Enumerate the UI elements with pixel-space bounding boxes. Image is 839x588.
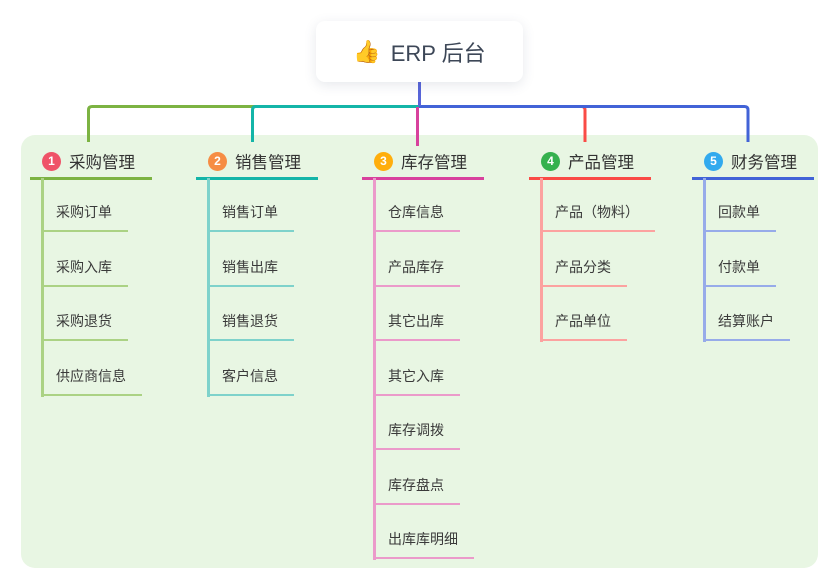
node-other-outbound[interactable]: 其它出库 bbox=[373, 311, 460, 341]
node-receipt-order[interactable]: 回款单 bbox=[703, 202, 776, 232]
node-outbound-detail[interactable]: 出库库明细 bbox=[373, 529, 474, 559]
node-supplier-info[interactable]: 供应商信息 bbox=[41, 366, 142, 396]
node-other-inbound[interactable]: 其它入库 bbox=[373, 366, 460, 396]
root-node[interactable]: 👍 ERP 后台 bbox=[316, 21, 523, 82]
branch-title-label: 财务管理 bbox=[731, 154, 797, 172]
badge-5: 5 bbox=[704, 151, 723, 171]
badge-3: 3 bbox=[374, 151, 393, 171]
node-sales-order[interactable]: 销售订单 bbox=[207, 202, 294, 232]
branch-inventory-children: 仓库信息 产品库存 其它出库 其它入库 库存调拨 库存盘点 出库库明细 bbox=[373, 178, 474, 559]
badge-4: 4 bbox=[541, 151, 560, 171]
branch-purchase-title[interactable]: 1 采购管理 bbox=[30, 145, 152, 180]
branch-finance-children: 回款单 付款单 结算账户 bbox=[703, 178, 790, 341]
branch-sales-trunk bbox=[207, 178, 210, 397]
node-product-stock[interactable]: 产品库存 bbox=[373, 257, 460, 287]
branch-product-title[interactable]: 4 产品管理 bbox=[529, 145, 651, 180]
branch-title-label: 采购管理 bbox=[69, 154, 135, 172]
node-sales-outbound[interactable]: 销售出库 bbox=[207, 257, 294, 287]
branch-product-trunk bbox=[540, 178, 543, 342]
branch-title-label: 销售管理 bbox=[235, 154, 301, 172]
branch-finance-title[interactable]: 5 财务管理 bbox=[692, 145, 814, 180]
node-purchase-order[interactable]: 采购订单 bbox=[41, 202, 128, 232]
branch-title-label: 库存管理 bbox=[401, 154, 467, 172]
branch-sales-title[interactable]: 2 销售管理 bbox=[196, 145, 318, 180]
branch-title-label: 产品管理 bbox=[568, 154, 634, 172]
thumbs-up-icon: 👍 bbox=[353, 38, 381, 64]
node-product-material[interactable]: 产品（物料） bbox=[540, 202, 655, 232]
node-product-category[interactable]: 产品分类 bbox=[540, 257, 627, 287]
branch-finance-trunk bbox=[703, 178, 706, 342]
node-stock-count[interactable]: 库存盘点 bbox=[373, 475, 460, 505]
node-sales-return[interactable]: 销售退货 bbox=[207, 311, 294, 341]
node-settlement-account[interactable]: 结算账户 bbox=[703, 311, 790, 341]
root-node-label: ERP 后台 bbox=[390, 40, 486, 66]
node-product-unit[interactable]: 产品单位 bbox=[540, 311, 627, 341]
branch-inventory-title[interactable]: 3 库存管理 bbox=[362, 145, 484, 180]
branch-purchase-children: 采购订单 采购入库 采购退货 供应商信息 bbox=[41, 178, 142, 396]
branch-inventory-trunk bbox=[373, 178, 376, 560]
node-purchase-return[interactable]: 采购退货 bbox=[41, 311, 128, 341]
badge-1: 1 bbox=[42, 151, 61, 171]
branches-background-panel bbox=[21, 135, 818, 568]
node-purchase-inbound[interactable]: 采购入库 bbox=[41, 257, 128, 287]
node-payment-order[interactable]: 付款单 bbox=[703, 257, 776, 287]
node-warehouse-info[interactable]: 仓库信息 bbox=[373, 202, 460, 232]
node-customer-info[interactable]: 客户信息 bbox=[207, 366, 294, 396]
badge-2: 2 bbox=[208, 151, 227, 171]
branch-product-children: 产品（物料） 产品分类 产品单位 bbox=[540, 178, 655, 341]
branch-purchase-trunk bbox=[41, 178, 44, 397]
node-stock-transfer[interactable]: 库存调拨 bbox=[373, 420, 460, 450]
branch-sales-children: 销售订单 销售出库 销售退货 客户信息 bbox=[207, 178, 294, 396]
